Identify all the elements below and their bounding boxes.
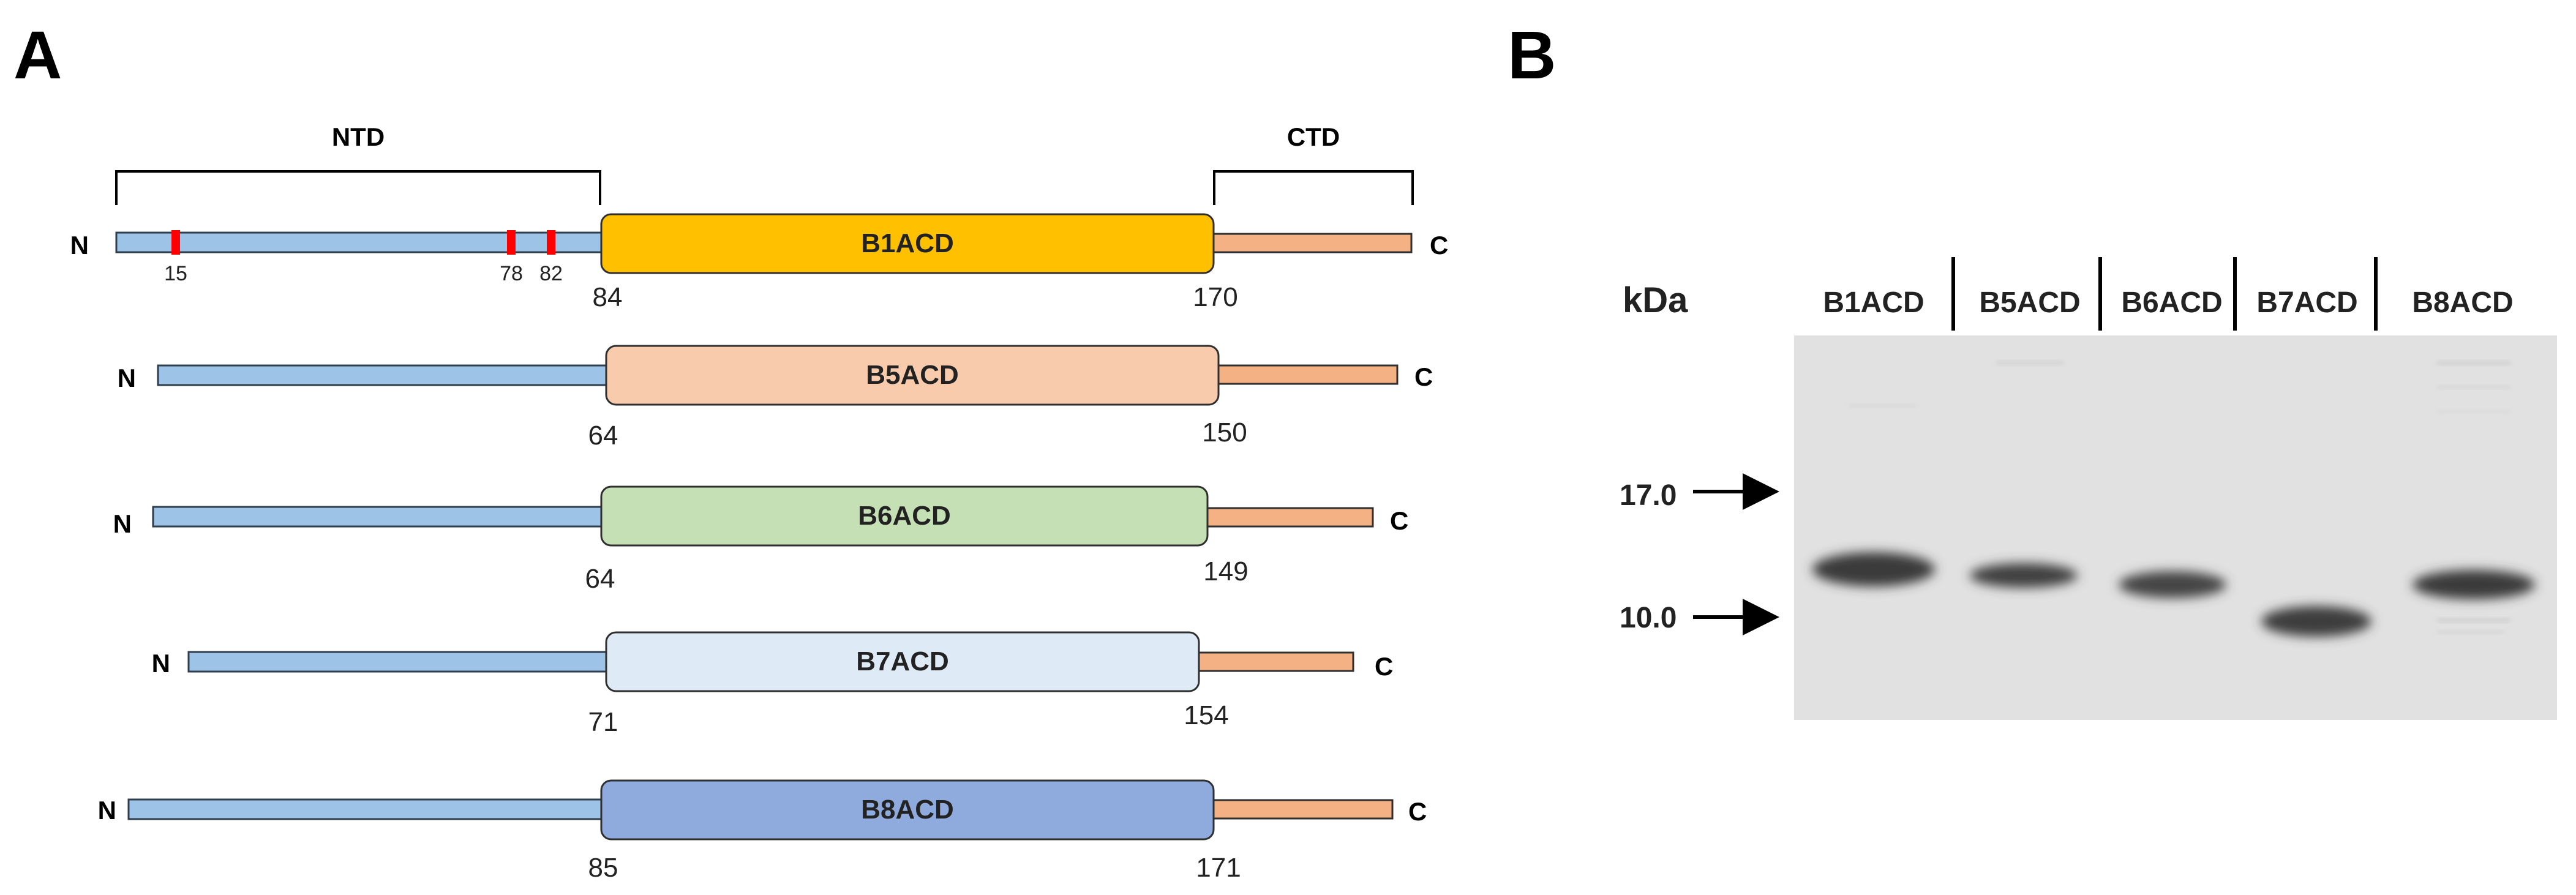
ctd-bracket: CTD <box>1213 122 1414 205</box>
panel-a-label: A <box>13 18 62 93</box>
site-marker-82 <box>547 230 555 255</box>
lane-label-b5acd: B5ACD <box>1979 286 2080 319</box>
n-terminus-label: N <box>70 231 89 260</box>
panel-b-label: B <box>1508 18 1556 93</box>
acd-start-position: 84 <box>593 282 623 312</box>
lane-separators <box>1951 257 2378 331</box>
ntd-bar <box>187 651 607 673</box>
n-terminus-label: N <box>118 364 136 392</box>
kda-label: kDa <box>1623 280 1688 320</box>
construct-b6acd: N B6ACD C 64 149 <box>113 485 1408 594</box>
acd-start-position: 71 <box>588 707 618 737</box>
ctd-label: CTD <box>1287 122 1340 151</box>
acd-start-position: 64 <box>588 421 618 451</box>
construct-b7acd: N B7ACD C 71 154 <box>152 631 1393 737</box>
c-terminus-label: C <box>1430 231 1448 260</box>
ntd-bracket: NTD <box>115 122 601 205</box>
construct-b1acd: N 15 78 82 B1ACD C 84 170 <box>70 213 1448 312</box>
n-terminus-label: N <box>152 649 170 678</box>
ctd-bar <box>1198 651 1354 672</box>
ntd-bar <box>115 231 603 253</box>
c-terminus-label: C <box>1375 652 1393 681</box>
site-label-78: 78 <box>500 262 523 285</box>
marker-label-10: 10.0 <box>1620 602 1677 634</box>
lane-label-b6acd: B6ACD <box>2121 286 2222 319</box>
ctd-bar <box>1217 364 1399 385</box>
construct-name: B1ACD <box>861 228 954 258</box>
ctd-bar <box>1212 233 1413 253</box>
marker-17: 17.0 <box>1620 473 1779 512</box>
site-marker-78 <box>507 230 516 255</box>
ntd-bar <box>127 798 603 820</box>
band-b7acd <box>2261 606 2371 637</box>
n-terminus-label: N <box>98 796 116 825</box>
ctd-bar <box>1212 799 1394 820</box>
acd-end-position: 171 <box>1196 853 1241 883</box>
site-marker-15 <box>171 230 180 255</box>
site-label-82: 82 <box>539 262 563 285</box>
construct-b8acd: N B8ACD C 85 171 <box>98 779 1427 883</box>
lane-labels: B1ACD B5ACD B6ACD B7ACD B8ACD <box>1823 286 2513 319</box>
construct-name: B6ACD <box>858 501 951 531</box>
construct-name: B8ACD <box>861 795 954 825</box>
c-terminus-label: C <box>1414 362 1433 391</box>
lane-label-b7acd: B7ACD <box>2256 286 2357 319</box>
acd-end-position: 149 <box>1203 556 1248 586</box>
acd-end-position: 150 <box>1202 418 1247 448</box>
acd-end-position: 154 <box>1184 700 1228 730</box>
n-terminus-label: N <box>113 509 132 538</box>
band-b1acd <box>1812 552 1935 586</box>
marker-label-17: 17.0 <box>1620 479 1677 512</box>
band-b5acd <box>1970 563 2078 588</box>
ntd-label: NTD <box>332 122 385 151</box>
construct-name: B7ACD <box>856 646 949 676</box>
ntd-bar <box>152 506 603 528</box>
site-label-15: 15 <box>164 262 187 285</box>
lane-label-b1acd: B1ACD <box>1823 286 1924 319</box>
acd-start-position: 64 <box>585 564 615 594</box>
construct-name: B5ACD <box>866 360 959 390</box>
ntd-bar <box>157 364 607 386</box>
band-b8acd <box>2413 570 2535 599</box>
c-terminus-label: C <box>1390 506 1408 535</box>
marker-10: 10.0 <box>1620 599 1779 635</box>
band-b6acd <box>2119 571 2226 598</box>
lane-label-b8acd: B8ACD <box>2412 286 2513 319</box>
construct-b5acd: N B5ACD C 64 150 <box>118 345 1433 451</box>
ctd-bar <box>1206 507 1374 528</box>
acd-start-position: 85 <box>588 853 618 883</box>
sds-page-gel <box>1794 335 2557 720</box>
acd-end-position: 170 <box>1193 282 1237 312</box>
c-terminus-label: C <box>1408 797 1427 826</box>
